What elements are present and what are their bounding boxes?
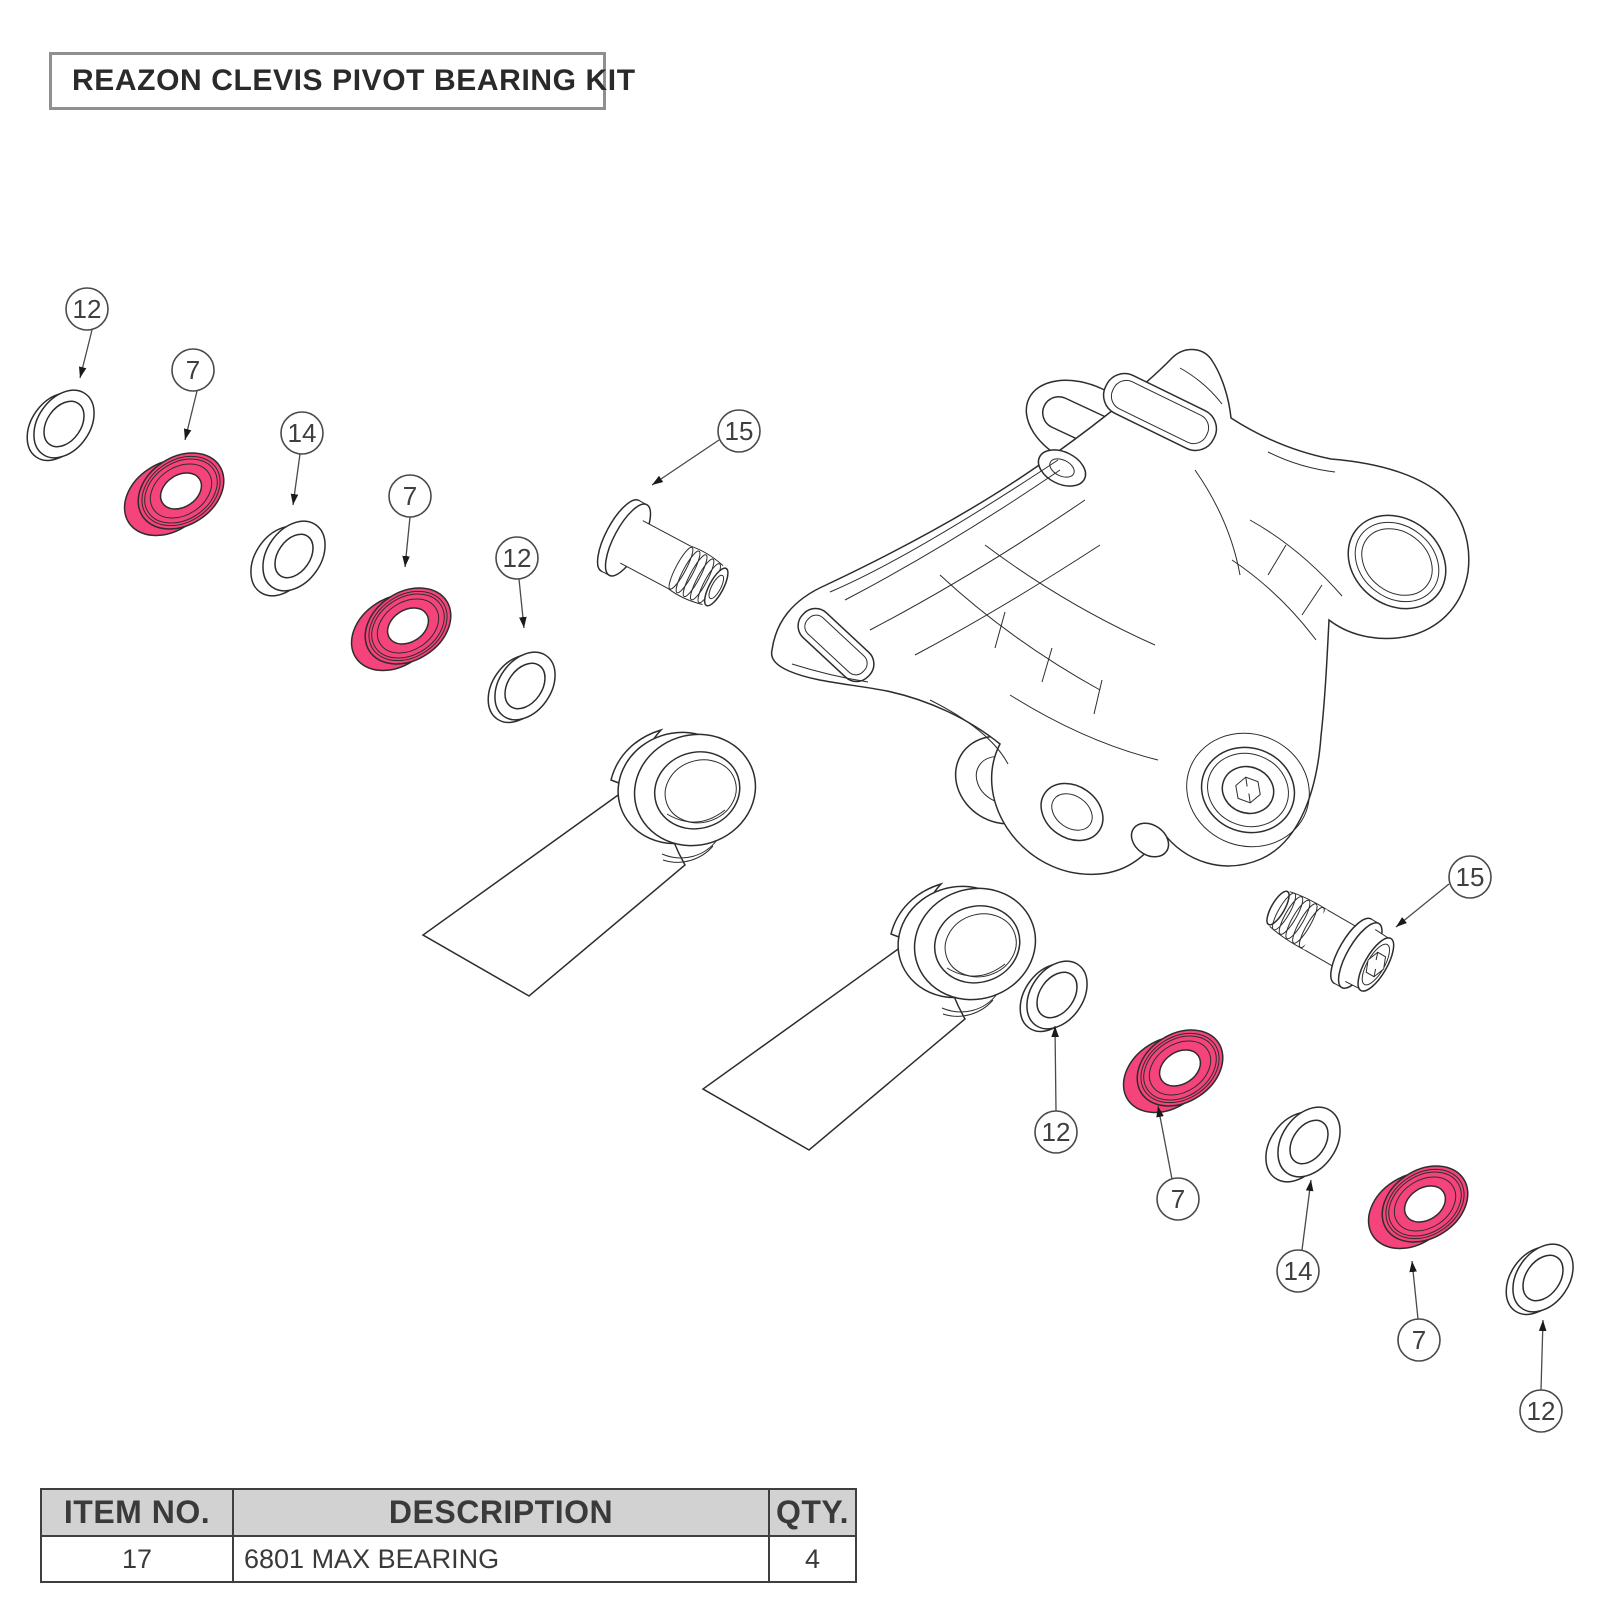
svg-text:7: 7 bbox=[1412, 1325, 1426, 1355]
leader-line bbox=[78, 329, 93, 379]
bearing-7-a bbox=[109, 435, 239, 554]
link-arm-2 bbox=[702, 865, 1051, 1151]
leader-line bbox=[1409, 1260, 1419, 1320]
svg-text:12: 12 bbox=[73, 294, 102, 324]
table-header-row: ITEM NO. DESCRIPTION QTY. bbox=[40, 1488, 857, 1537]
drawing-title-box: REAZON CLEVIS PIVOT BEARING KIT bbox=[49, 52, 635, 110]
leader-line bbox=[1051, 1025, 1059, 1112]
table-row: 17 6801 MAX BEARING 4 bbox=[40, 1535, 857, 1583]
balloon-12-2: 12 bbox=[495, 536, 539, 580]
washer-12-d bbox=[1493, 1229, 1587, 1329]
cell-item-no: 17 bbox=[40, 1535, 234, 1583]
clevis-link-body bbox=[770, 348, 1470, 876]
washer-12-a bbox=[14, 375, 108, 475]
cell-qty: 4 bbox=[768, 1535, 857, 1583]
parts-table: ITEM NO. DESCRIPTION QTY. 17 6801 MAX BE… bbox=[40, 1488, 857, 1583]
balloon-7-2: 7 bbox=[388, 474, 432, 518]
balloon-14-2: 14 bbox=[1276, 1249, 1320, 1293]
balloon-14-1: 14 bbox=[280, 411, 324, 455]
washer-12-b bbox=[475, 637, 569, 737]
svg-text:15: 15 bbox=[1456, 862, 1485, 892]
drawing-title: REAZON CLEVIS PIVOT BEARING KIT bbox=[72, 64, 636, 97]
leader-line bbox=[183, 390, 198, 441]
washer-14-b bbox=[1252, 1090, 1354, 1199]
svg-text:12: 12 bbox=[503, 543, 532, 573]
link-arm-1 bbox=[422, 711, 771, 997]
bearing-7-b bbox=[336, 570, 466, 689]
col-item-no: ITEM NO. bbox=[40, 1488, 234, 1537]
svg-text:12: 12 bbox=[1527, 1396, 1556, 1426]
svg-text:7: 7 bbox=[403, 481, 417, 511]
leader-line bbox=[290, 453, 301, 506]
col-qty: QTY. bbox=[768, 1488, 857, 1537]
cell-description: 6801 MAX BEARING bbox=[232, 1535, 770, 1583]
leader-line bbox=[1301, 1179, 1314, 1251]
leader-line bbox=[651, 439, 720, 486]
leader-line bbox=[1156, 1105, 1173, 1180]
balloon-7-3: 7 bbox=[1156, 1177, 1200, 1221]
leader-line bbox=[402, 516, 411, 568]
pivot-bolt-2 bbox=[1266, 890, 1395, 992]
clevis-peak-slot bbox=[1102, 372, 1218, 452]
clevis-left-slot bbox=[797, 607, 875, 683]
leader-line bbox=[518, 578, 527, 629]
svg-text:7: 7 bbox=[1171, 1184, 1185, 1214]
bearing-7-c bbox=[1108, 1012, 1238, 1131]
clevis-outline bbox=[770, 348, 1470, 876]
leader-line bbox=[1538, 1319, 1547, 1391]
svg-text:7: 7 bbox=[186, 355, 200, 385]
svg-text:14: 14 bbox=[288, 418, 317, 448]
balloon-7-4: 7 bbox=[1397, 1318, 1441, 1362]
washer-14-a bbox=[237, 504, 339, 613]
balloon-15-2: 15 bbox=[1448, 855, 1492, 899]
svg-text:14: 14 bbox=[1284, 1256, 1313, 1286]
svg-text:12: 12 bbox=[1042, 1117, 1071, 1147]
balloon-12-1: 12 bbox=[65, 287, 109, 331]
balloon-12-4: 12 bbox=[1519, 1389, 1563, 1433]
balloon-12-3: 12 bbox=[1034, 1110, 1078, 1154]
leader-line bbox=[1395, 883, 1450, 928]
balloon-7-1: 7 bbox=[171, 348, 215, 392]
balloon-15-1: 15 bbox=[717, 409, 761, 453]
col-description: DESCRIPTION bbox=[232, 1488, 770, 1537]
bearing-7-d bbox=[1353, 1148, 1483, 1267]
clevis-boss bbox=[1186, 732, 1310, 848]
pivot-bolt-1 bbox=[596, 499, 729, 607]
svg-text:15: 15 bbox=[725, 416, 754, 446]
hex-socket bbox=[1235, 776, 1261, 804]
